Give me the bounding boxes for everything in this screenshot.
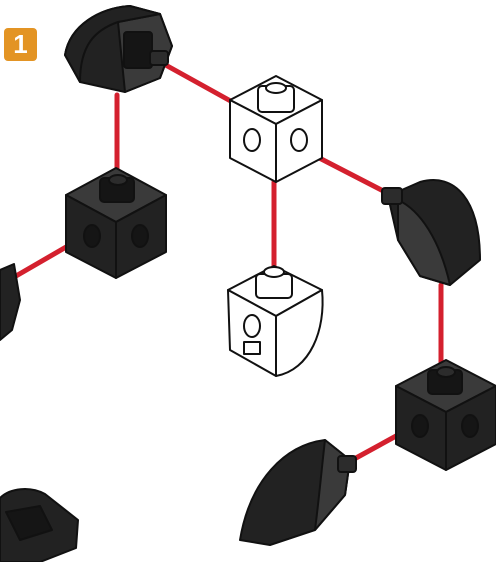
black-curved-wedge — [382, 180, 480, 285]
black-curved-wedge — [0, 489, 78, 562]
black-cube-connector — [396, 360, 496, 470]
white-curved-slope-block — [228, 266, 323, 376]
black-curved-wedge — [240, 440, 356, 545]
connector-line — [162, 63, 236, 104]
black-curved-wedge — [65, 6, 172, 92]
connector-lines — [16, 63, 441, 464]
black-cube-connector — [66, 168, 166, 278]
white-cube-connector — [230, 76, 322, 182]
